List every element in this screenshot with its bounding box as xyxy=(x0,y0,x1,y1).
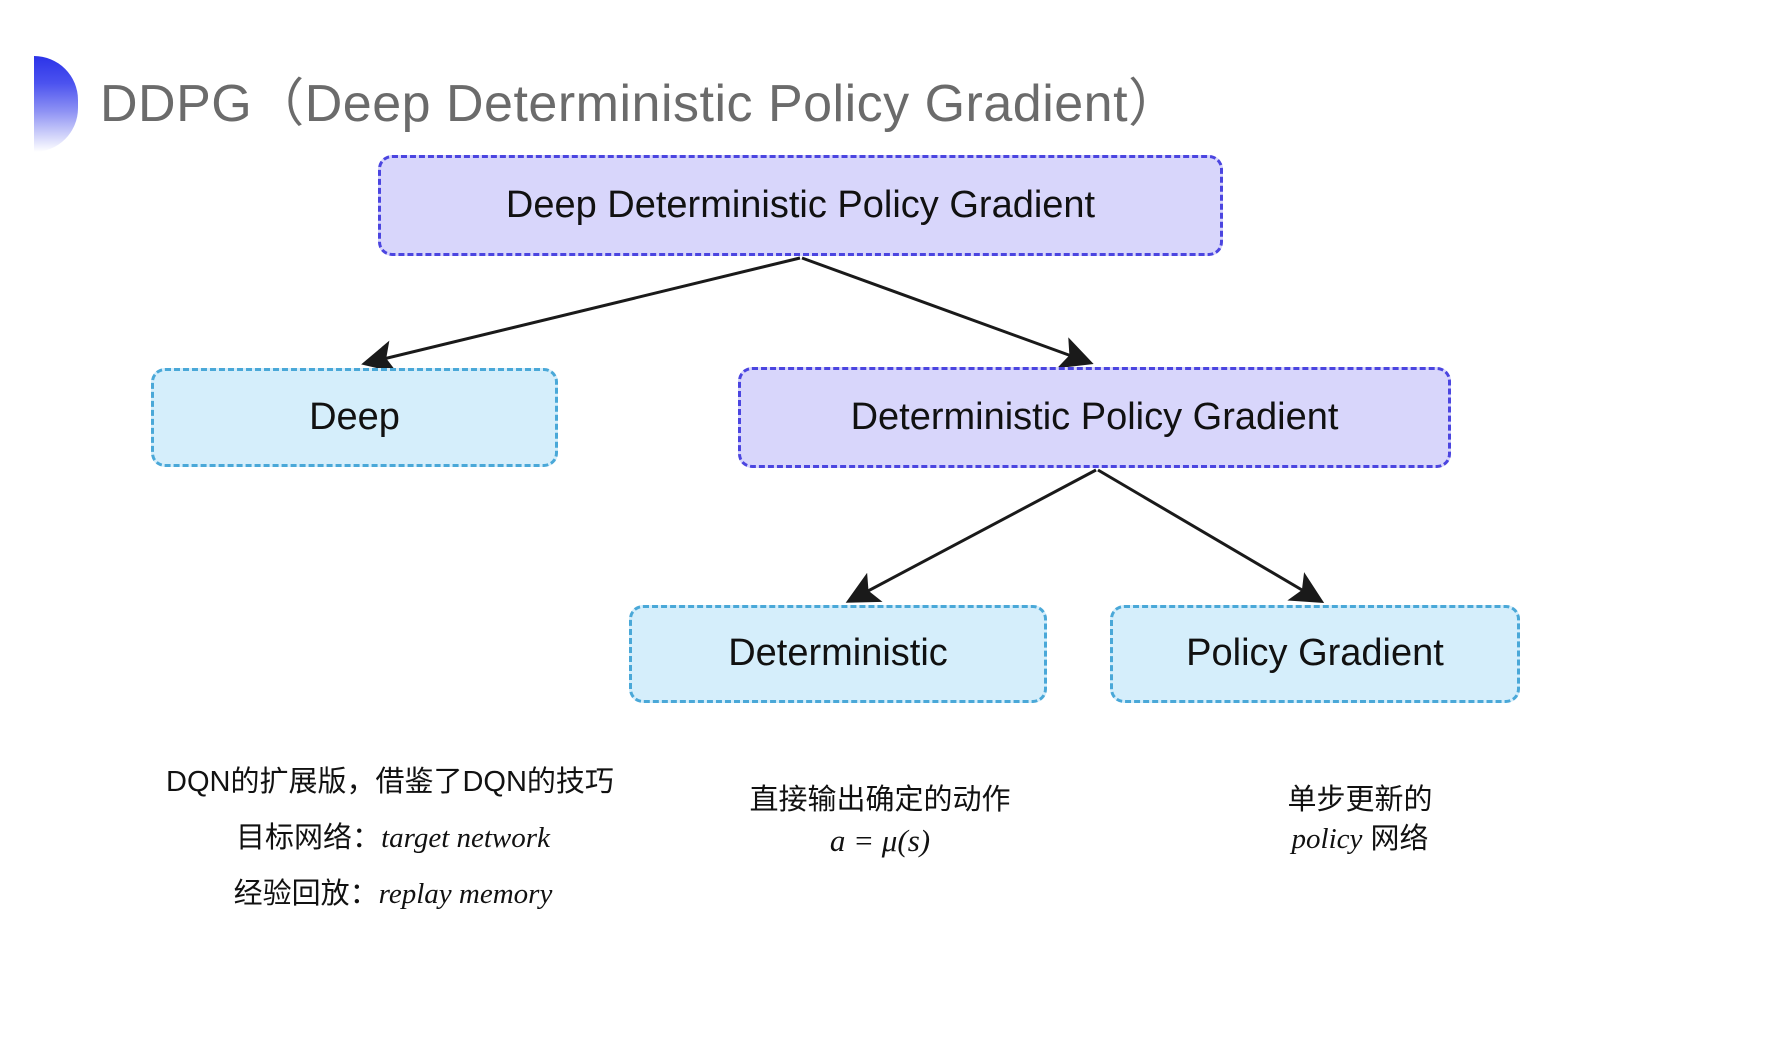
node-label: Deterministic Policy Gradient xyxy=(850,395,1339,438)
slide-title-row: DDPG（Deep Deterministic Policy Gradient） xyxy=(0,56,1181,152)
node-deterministic[interactable]: Deterministic xyxy=(629,605,1047,703)
caption-left-line-1: DQN的扩展版，借鉴了DQN的技巧 xyxy=(166,766,614,798)
caption-left-line-2-label: 目标网络： xyxy=(236,822,382,854)
edge-dpg-to-deterministic xyxy=(845,468,1097,603)
caption-mid-line-1: 直接输出确定的动作 xyxy=(749,784,1011,816)
caption-mid-formula: a = μ(s) xyxy=(829,823,931,858)
page-title: DDPG（Deep Deterministic Policy Gradient） xyxy=(100,75,1181,133)
node-deep-deterministic-policy-gradient[interactable]: Deep Deterministic Policy Gradient xyxy=(378,155,1223,256)
node-label: Deterministic xyxy=(728,632,948,675)
caption-deep: DQN的扩展版，借鉴了DQN的技巧 目标网络：target network 经验… xyxy=(130,768,650,909)
node-label: Policy Gradient xyxy=(1186,632,1444,675)
caption-left-line-2-term: target network xyxy=(381,822,550,854)
edge-root-to-dpg xyxy=(801,256,1094,369)
caption-policy-gradient: 单步更新的 policy 网络 xyxy=(1190,786,1530,864)
caption-deterministic: 直接输出确定的动作 a = μ(s) xyxy=(700,786,1060,866)
caption-left-line-3-label: 经验回放： xyxy=(233,878,379,910)
edge-root-to-deep xyxy=(361,256,801,373)
caption-left-line-3-term: replay memory xyxy=(378,878,553,910)
node-deterministic-policy-gradient[interactable]: Deterministic Policy Gradient xyxy=(738,367,1451,468)
caption-right-line-2-term: policy xyxy=(1291,823,1363,855)
caption-left-line-2: 目标网络：target network xyxy=(130,824,650,853)
edge-dpg-to-policy-gradient xyxy=(1097,468,1325,604)
caption-right-line-2-rest: 网络 xyxy=(1362,823,1429,855)
node-label: Deep xyxy=(309,395,400,438)
caption-left-line-3: 经验回放：replay memory xyxy=(130,880,650,909)
node-label: Deep Deterministic Policy Gradient xyxy=(505,183,1096,226)
node-deep[interactable]: Deep xyxy=(151,368,558,467)
caption-right-line-1: 单步更新的 xyxy=(1287,784,1433,816)
half-circle-gradient-icon xyxy=(34,56,78,152)
caption-right-line-2: policy 网络 xyxy=(1190,825,1530,854)
node-policy-gradient[interactable]: Policy Gradient xyxy=(1110,605,1520,703)
